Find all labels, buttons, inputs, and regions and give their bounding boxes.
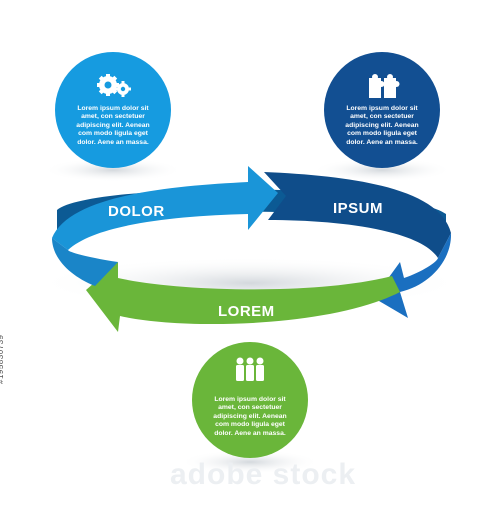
gears-text-line: Lorem ipsum dolor sit <box>77 105 149 112</box>
segment-dolor-tail <box>52 238 118 286</box>
segment-ipsum-tail <box>374 233 452 318</box>
people-text: Lorem ipsum dolor sit amet, con sectetue… <box>197 396 303 438</box>
people-text-line: Lorem ipsum dolor sit <box>214 396 286 403</box>
puzzle-text-line: adipiscing elit. Aenean <box>345 121 419 129</box>
circle-gears <box>55 52 171 168</box>
segment-ipsum-arrow <box>264 172 451 258</box>
people-text-line: com modo ligula eget <box>215 421 285 429</box>
puzzle-text-line: com modo ligula eget <box>347 130 417 138</box>
circle-shadow-gears <box>43 158 183 182</box>
puzzle-text-line: dolor. Aene an massa. <box>346 138 418 146</box>
people-text-line: amet, con sectetuer <box>218 404 282 412</box>
circle-people <box>192 342 308 458</box>
puzzle-text-line: Lorem ipsum dolor sit <box>346 105 418 112</box>
people-text-line: dolor. Aene an massa. <box>214 429 286 437</box>
people-icon <box>236 357 264 381</box>
watermark: adobe stock <box>170 458 357 491</box>
gears-text-line: amet, con sectetuer <box>81 113 145 121</box>
segment-label-ipsum: IPSUM <box>333 200 384 217</box>
gears-text-line: com modo ligula eget <box>78 130 148 138</box>
gears-text-line: dolor. Aene an massa. <box>77 138 149 146</box>
gears-text: Lorem ipsum dolor sit amet, con sectetue… <box>60 105 166 147</box>
puzzle-text: Lorem ipsum dolor sit amet, con sectetue… <box>329 105 435 147</box>
circle-shadow-puzzle <box>312 158 452 182</box>
circle-shadow-people <box>180 450 320 474</box>
gears-text-line: adipiscing elit. Aenean <box>76 121 150 129</box>
puzzle-text-line: amet, con sectetuer <box>350 113 414 121</box>
puzzle-icon <box>369 74 400 98</box>
image-id: #195830739 <box>0 334 5 385</box>
segment-label-lorem: LOREM <box>218 303 275 320</box>
people-text-line: adipiscing elit. Aenean <box>213 412 287 420</box>
segment-label-dolor: DOLOR <box>108 203 165 220</box>
segment-dolor-arrow <box>52 166 278 250</box>
gears-icon <box>97 74 131 97</box>
segment-lorem-arrow <box>86 262 400 332</box>
circle-puzzle <box>324 52 440 168</box>
